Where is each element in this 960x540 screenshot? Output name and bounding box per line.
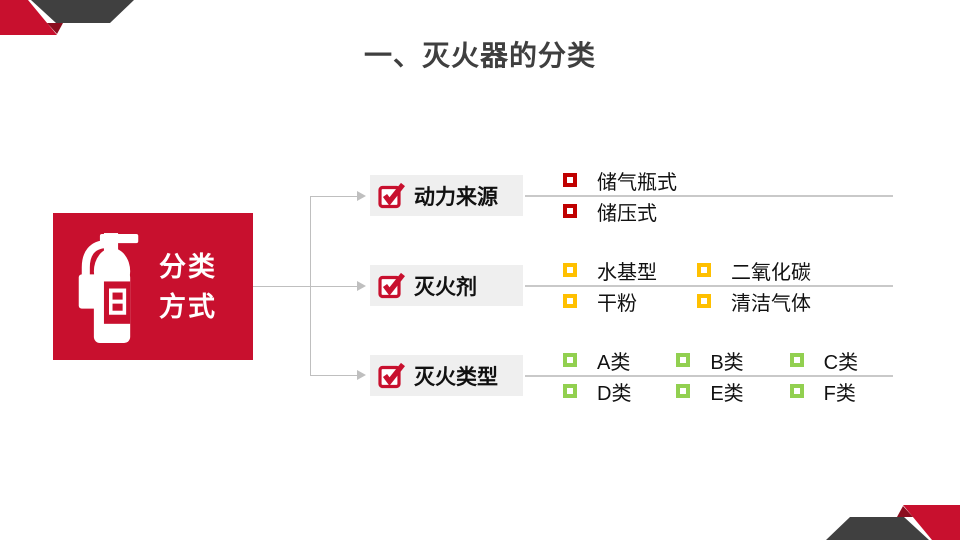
connector-branch2: [310, 286, 357, 287]
list-item: E类: [676, 377, 789, 406]
branch-fire-class: 灭火类型 A类 B类 C类 D类 E类: [0, 331, 960, 421]
square-bullet-icon: [563, 353, 577, 367]
branch-label: 灭火剂: [414, 275, 477, 299]
branch-label: 动力来源: [414, 185, 498, 209]
root-label-line2: 方式: [159, 291, 217, 322]
list-item: 二氧化碳: [697, 256, 831, 285]
item-line: 储压式: [563, 197, 903, 225]
list-item: D类: [563, 377, 676, 406]
root-label: 分类 方式: [159, 247, 217, 327]
square-bullet-icon: [697, 263, 711, 277]
connector-branch1: [310, 196, 357, 197]
corner-decoration-bottom-right: [826, 505, 960, 540]
branch-power-source: 动力来源 储气瓶式 储压式: [0, 151, 960, 241]
square-bullet-icon: [563, 384, 577, 398]
square-bullet-icon: [676, 353, 691, 367]
branch-divider-line: [525, 375, 893, 377]
square-bullet-icon: [676, 384, 691, 398]
arrowhead-branch3: [357, 370, 366, 380]
fire-extinguisher-icon: [78, 232, 139, 343]
list-item: 储气瓶式: [563, 166, 677, 195]
root-label-line1: 分类: [159, 251, 217, 282]
arrowhead-branch2: [357, 281, 366, 291]
page-title: 一、灭火器的分类: [363, 40, 596, 71]
connector-root-horizontal: [253, 286, 310, 287]
list-item: F类: [789, 377, 903, 406]
square-bullet-icon: [697, 294, 711, 308]
square-bullet-icon: [563, 294, 577, 308]
branch-label-box: 灭火剂: [370, 265, 523, 306]
item-line: 干粉 清洁气体: [563, 287, 903, 315]
branch-label: 灭火类型: [414, 365, 498, 389]
item-line: 储气瓶式: [563, 166, 903, 194]
list-item: 水基型: [563, 256, 697, 285]
square-bullet-icon: [563, 263, 577, 277]
square-bullet-icon: [789, 384, 804, 398]
item-label: D类: [597, 382, 632, 405]
list-item: A类: [563, 346, 676, 375]
square-bullet-icon: [563, 204, 577, 218]
branch-divider-line: [525, 285, 893, 287]
list-item: 储压式: [563, 197, 657, 226]
item-label: 干粉: [597, 292, 637, 315]
checked-checkbox-icon: [378, 362, 405, 389]
item-line: 水基型 二氧化碳: [563, 256, 903, 284]
item-label: 储压式: [597, 202, 657, 225]
item-label: 储气瓶式: [597, 171, 677, 194]
item-label: B类: [710, 351, 744, 374]
item-line: A类 B类 C类: [563, 346, 903, 374]
list-item: 清洁气体: [697, 287, 831, 316]
branch-extinguishing-agent: 灭火剂 水基型 二氧化碳 干粉 清洁气体: [0, 241, 960, 331]
classification-root-box: 分类 方式: [53, 213, 253, 360]
arrowhead-branch1: [357, 191, 366, 201]
square-bullet-icon: [789, 353, 804, 367]
branch-divider-line: [525, 195, 893, 197]
item-label: C类: [823, 351, 859, 374]
checked-checkbox-icon: [378, 272, 405, 299]
item-label: F类: [823, 382, 856, 405]
item-label: 水基型: [597, 261, 657, 284]
item-label: A类: [597, 351, 631, 374]
list-item: B类: [676, 346, 789, 375]
list-item: 干粉: [563, 287, 697, 316]
list-item: C类: [789, 346, 903, 375]
corner-decoration-top-left: [0, 0, 134, 35]
connector-branch3: [310, 375, 357, 376]
branch-label-box: 灭火类型: [370, 355, 523, 396]
branch-label-box: 动力来源: [370, 175, 523, 216]
checked-checkbox-icon: [378, 182, 405, 209]
item-line: D类 E类 F类: [563, 377, 903, 405]
item-label: 二氧化碳: [731, 261, 811, 284]
square-bullet-icon: [563, 173, 577, 187]
item-label: 清洁气体: [731, 292, 811, 315]
item-label: E类: [710, 382, 744, 405]
